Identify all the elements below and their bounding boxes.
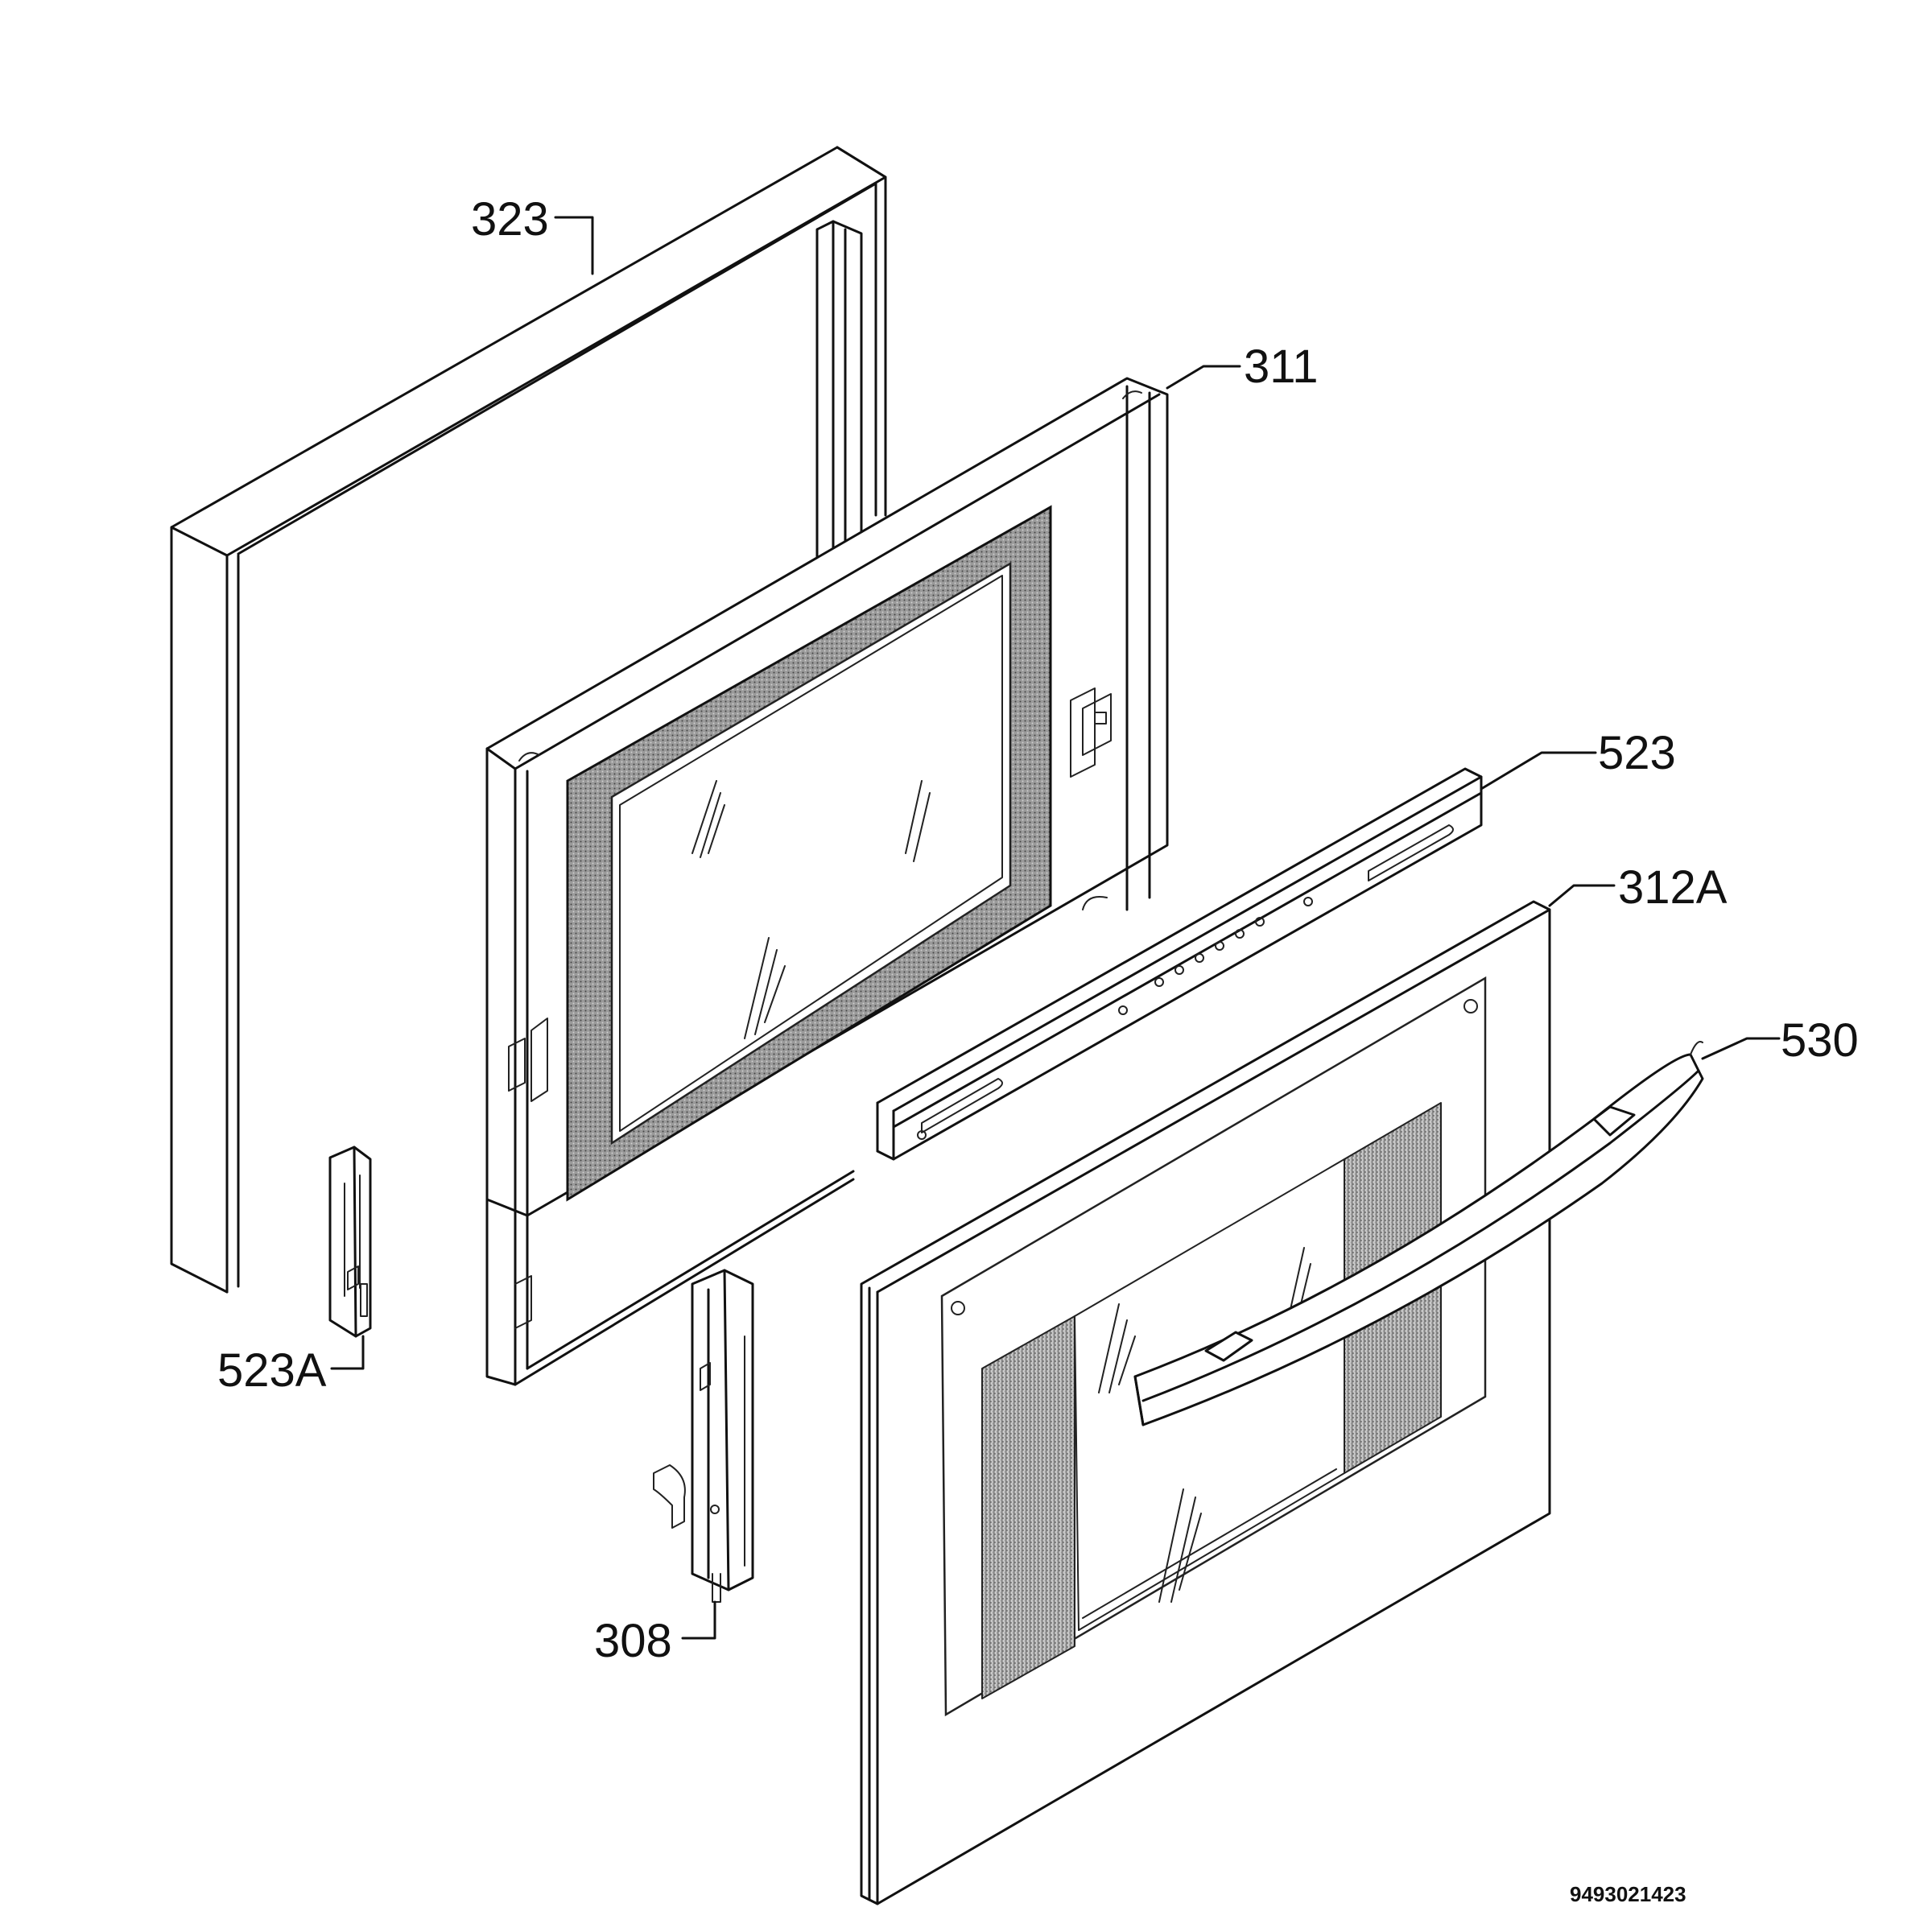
leader-308 bbox=[681, 1600, 716, 1640]
callout-308: 308 bbox=[594, 1615, 672, 1667]
part-308-hinge bbox=[653, 1269, 754, 1603]
leader-530 bbox=[1701, 1037, 1781, 1060]
leader-523A bbox=[330, 1335, 365, 1370]
callout-323: 323 bbox=[471, 193, 549, 246]
part-530-door-handle bbox=[1133, 1041, 1704, 1426]
callout-312A: 312A bbox=[1618, 861, 1728, 914]
callout-311: 311 bbox=[1244, 341, 1318, 393]
part-523-top-rail bbox=[876, 767, 1483, 1161]
leader-lines bbox=[330, 216, 1781, 1640]
callout-523: 523 bbox=[1598, 727, 1676, 779]
callout-530: 530 bbox=[1781, 1014, 1859, 1067]
leader-312A bbox=[1548, 884, 1616, 907]
leader-523 bbox=[1480, 751, 1597, 791]
callout-523A: 523A bbox=[217, 1344, 327, 1397]
leader-323 bbox=[554, 216, 594, 275]
leader-311 bbox=[1166, 365, 1241, 390]
reference-number: 9493021423 bbox=[1570, 1882, 1686, 1906]
callout-labels: 323 311 523 312A 530 523A 308 bbox=[217, 193, 1859, 1667]
part-523A-latch-bracket bbox=[328, 1146, 372, 1338]
part-311-inner-door-panel bbox=[485, 377, 1169, 1386]
